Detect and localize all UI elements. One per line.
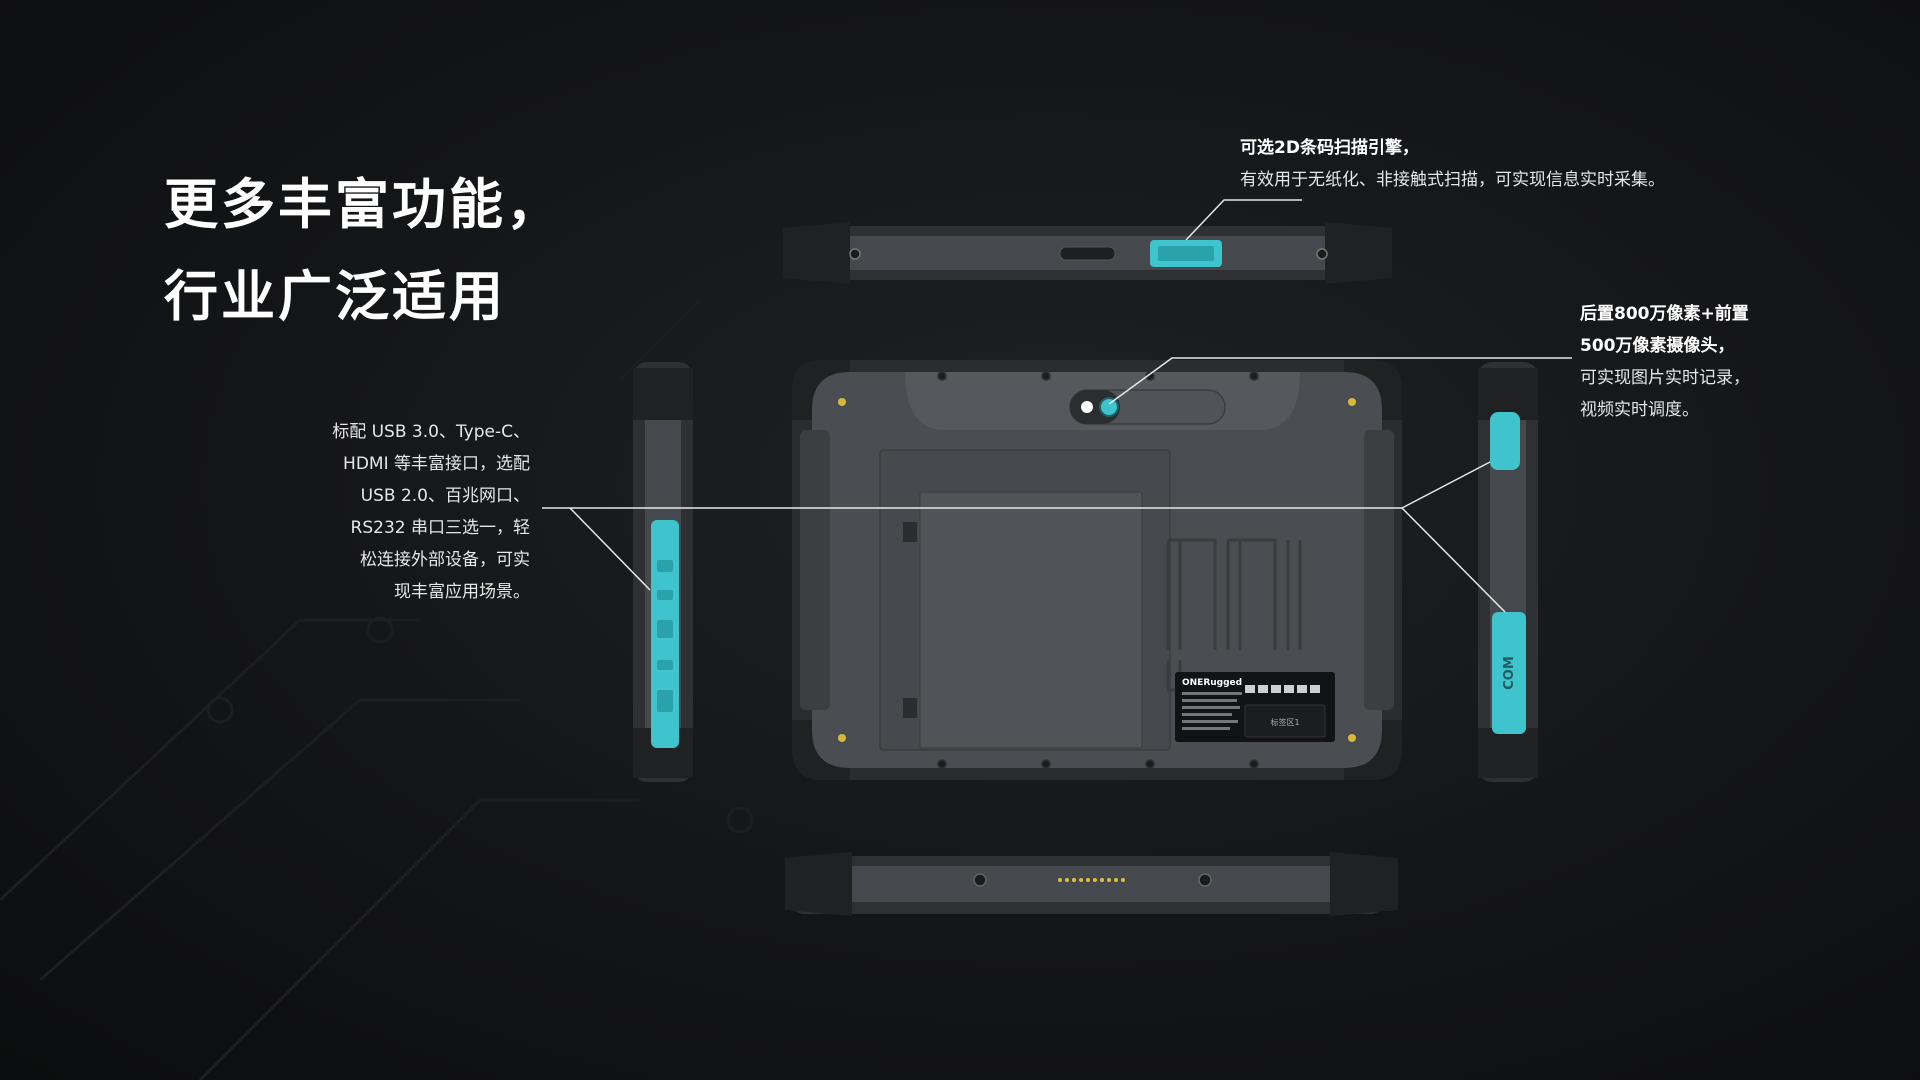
- scanner-callout-heading: 可选2D条码扫描引擎，: [1240, 138, 1419, 158]
- scanner-callout-body: 有效用于无纸化、非接触式扫描，可实现信息实时采集。: [1240, 170, 1665, 190]
- ports-callout-line-2: HDMI 等丰富接口，选配: [343, 454, 530, 474]
- tablet-top-edge: [783, 222, 1392, 284]
- callout-leader-lines: [542, 199, 1572, 613]
- scanner-callout: 可选2D条码扫描引擎， 有效用于无纸化、非接触式扫描，可实现信息实时采集。: [1240, 132, 1665, 196]
- title-line-2: 行业广泛适用: [164, 265, 506, 328]
- com-port-label: COM: [1502, 656, 1517, 690]
- pogo-pin-connector: [1058, 878, 1125, 882]
- title-line-1: 更多丰富功能，: [164, 173, 563, 236]
- camera-callout: 后置800万像素+前置 500万像素摄像头， 可实现图片实时记录， 视频实时调度…: [1580, 298, 1750, 426]
- camera-callout-body-2: 视频实时调度。: [1580, 400, 1699, 420]
- tablet-back-view: ONERugged 标签区1: [792, 360, 1402, 780]
- ports-callout-line-5: 松连接外部设备，可实: [360, 550, 530, 570]
- tablet-bottom-edge: [785, 852, 1398, 916]
- ports-callout-line-4: RS232 串口三选一，轻: [350, 518, 530, 538]
- camera-callout-heading-1: 后置800万像素+前置: [1580, 304, 1749, 324]
- sticker-label-text: 标签区1: [1270, 717, 1299, 727]
- camera-callout-heading-2: 500万像素摄像头，: [1580, 336, 1735, 356]
- ports-callout-line-3: USB 2.0、百兆网口、: [360, 486, 530, 506]
- brand-label: ONERugged: [1182, 678, 1242, 688]
- tablet-left-side: [633, 362, 693, 782]
- ports-callout-line-6: 现丰富应用场景。: [394, 582, 530, 602]
- rear-camera-icon: [1099, 397, 1119, 417]
- flash-light-icon: [1081, 401, 1093, 413]
- ports-callout: 标配 USB 3.0、Type-C、 HDMI 等丰富接口，选配 USB 2.0…: [300, 416, 530, 608]
- background-circuit-lines: [0, 298, 754, 1080]
- ports-callout-line-1: 标配 USB 3.0、Type-C、: [332, 422, 530, 442]
- tablet-right-side: COM: [1478, 362, 1538, 782]
- camera-callout-body-1: 可实现图片实时记录，: [1580, 368, 1750, 388]
